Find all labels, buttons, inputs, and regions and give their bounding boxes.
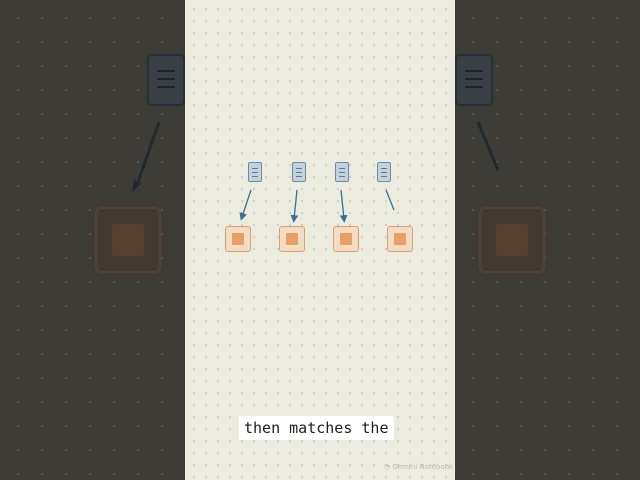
arrows-layer (239, 189, 395, 223)
document-icon (248, 162, 262, 182)
blurred-chip-icon (479, 207, 545, 273)
blurred-arrow (132, 121, 161, 192)
arrow (290, 189, 299, 223)
blurred-document-icon (147, 54, 185, 106)
arrow (239, 189, 252, 221)
subtitle-caption: then matches the (239, 416, 394, 440)
blurred-arrow (476, 121, 500, 171)
blurred-chip-icon (95, 207, 161, 273)
blurred-document-icon (455, 54, 493, 106)
notebook-icon: ◔ (384, 463, 391, 471)
left-blurred-panel (0, 0, 185, 480)
arrow (339, 189, 348, 223)
watermark: ◔ Gemini Notebook (384, 463, 453, 471)
arrow (385, 189, 395, 211)
chip-icon (279, 226, 305, 252)
document-icon (377, 162, 391, 182)
watermark-text: Gemini Notebook (392, 463, 454, 471)
chip-icon (225, 226, 251, 252)
document-icon (335, 162, 349, 182)
document-icon (292, 162, 306, 182)
video-frame (185, 0, 455, 480)
chip-icon (387, 226, 413, 252)
chip-icon (333, 226, 359, 252)
right-blurred-panel (455, 0, 640, 480)
